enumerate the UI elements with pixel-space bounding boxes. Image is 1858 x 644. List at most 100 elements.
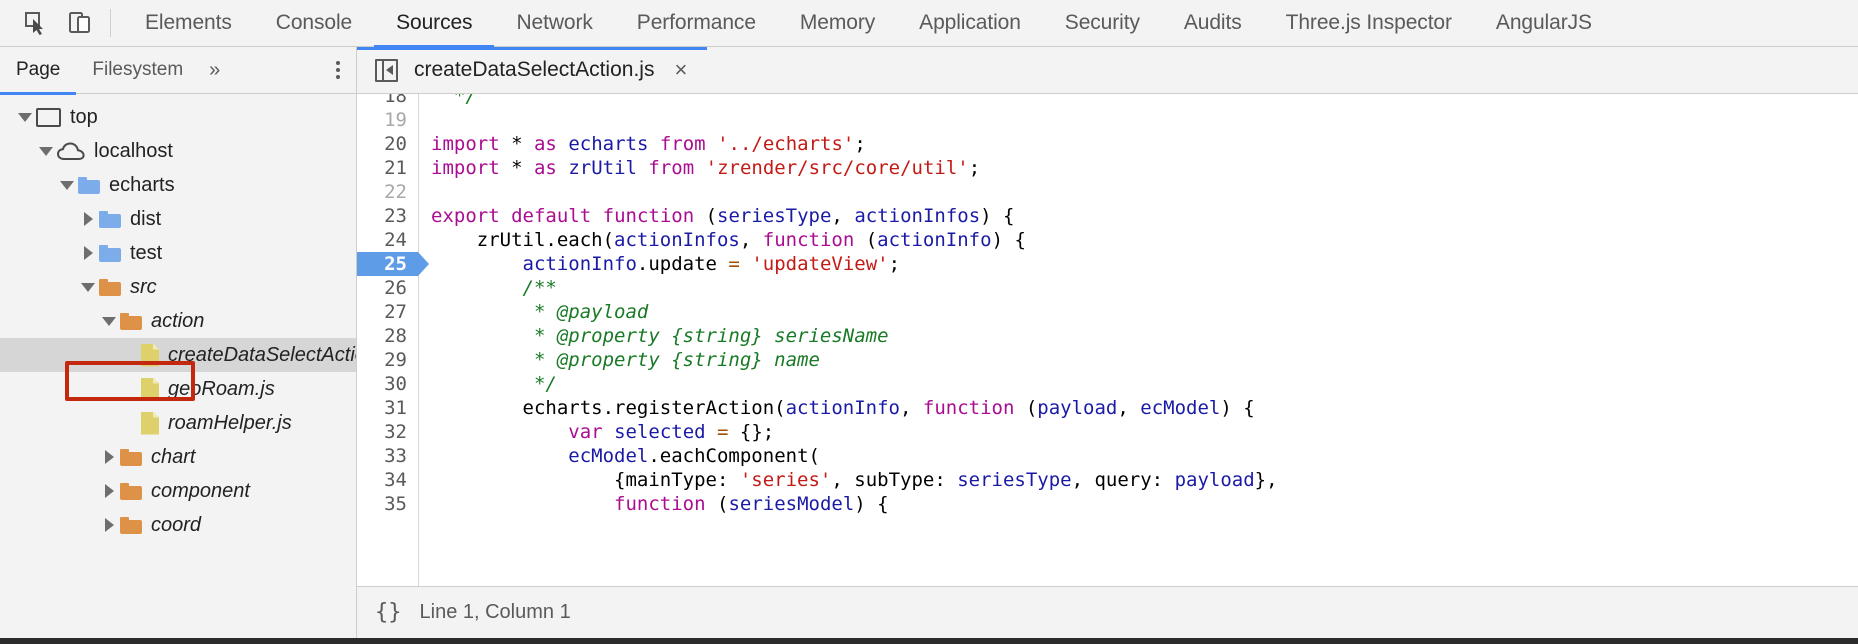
tab-audits[interactable]: Audits: [1162, 0, 1264, 47]
code-line-21[interactable]: import * as zrUtil from 'zrender/src/cor…: [419, 156, 1858, 180]
tree-item-icon: [141, 411, 159, 435]
navigator-tab-label: Page: [16, 59, 61, 80]
disclosure-triangle-down-icon[interactable]: [56, 180, 78, 190]
tree-item-label: test: [130, 241, 163, 264]
navigator-tab-label: Filesystem: [92, 59, 184, 80]
code-line-32[interactable]: var selected = {};: [419, 420, 1858, 444]
disclosure-triangle-down-icon[interactable]: [35, 146, 57, 156]
tree-item-createdataselectaction-js[interactable]: createDataSelectAction.js: [0, 338, 356, 372]
disclosure-triangle-right-icon[interactable]: [98, 450, 120, 464]
tree-item-top[interactable]: top: [0, 100, 356, 134]
code-line-20[interactable]: import * as echarts from '../echarts';: [419, 132, 1858, 156]
folder-orange-icon: [120, 312, 142, 330]
tree-item-echarts[interactable]: echarts: [0, 168, 356, 202]
code-line-33[interactable]: ecModel.eachComponent(: [419, 444, 1858, 468]
tree-item-action[interactable]: action: [0, 304, 356, 338]
kebab-dot: [336, 75, 340, 79]
disclosure-triangle-right-icon[interactable]: [77, 212, 99, 226]
line-number-31[interactable]: 31: [384, 397, 407, 419]
code-line-24[interactable]: zrUtil.each(actionInfos, function (actio…: [419, 228, 1858, 252]
tree-item-chart[interactable]: chart: [0, 440, 356, 474]
tab-elements[interactable]: Elements: [123, 0, 254, 47]
tab-performance[interactable]: Performance: [615, 0, 778, 47]
editor-file-tab[interactable]: createDataSelectAction.js ×: [357, 47, 708, 93]
tab-console[interactable]: Console: [254, 0, 374, 47]
disclosure-triangle-down-icon[interactable]: [98, 316, 120, 326]
disclosure-triangle-down-icon[interactable]: [14, 112, 36, 122]
disclosure-triangle-right-icon[interactable]: [77, 246, 99, 260]
tree-item-georoam-js[interactable]: geoRoam.js: [0, 372, 356, 406]
device-toolbar-icon[interactable]: [58, 1, 102, 45]
line-number-26[interactable]: 26: [384, 277, 407, 299]
line-number-23[interactable]: 23: [384, 205, 407, 227]
tree-item-component[interactable]: component: [0, 474, 356, 508]
line-number-25[interactable]: 25: [357, 252, 429, 276]
line-number-19[interactable]: 19: [384, 109, 407, 131]
code-line-26[interactable]: /**: [419, 276, 1858, 300]
code-line-29[interactable]: * @property {string} name: [419, 348, 1858, 372]
pretty-print-icon[interactable]: {}: [375, 600, 402, 625]
close-icon[interactable]: ×: [674, 57, 688, 82]
triangle-glyph: [102, 316, 116, 326]
code-line-34[interactable]: {mainType: 'series', subType: seriesType…: [419, 468, 1858, 492]
tree-item-src[interactable]: src: [0, 270, 356, 304]
line-number-29[interactable]: 29: [384, 349, 407, 371]
triangle-glyph: [104, 450, 114, 464]
tree-item-dist[interactable]: dist: [0, 202, 356, 236]
disclosure-triangle-right-icon[interactable]: [98, 518, 120, 532]
code-line-18[interactable]: */: [419, 94, 1858, 108]
code-token: [648, 133, 659, 155]
kebab-dot: [336, 68, 340, 72]
tree-item-roamhelper-js[interactable]: roamHelper.js: [0, 406, 356, 440]
line-number-24[interactable]: 24: [384, 229, 407, 251]
tree-item-test[interactable]: test: [0, 236, 356, 270]
line-number-30[interactable]: 30: [384, 373, 407, 395]
js-file-icon: [141, 411, 159, 435]
tab-threejs-inspector[interactable]: Three.js Inspector: [1264, 0, 1474, 47]
more-options-icon[interactable]: [336, 61, 340, 79]
tab-application[interactable]: Application: [897, 0, 1043, 47]
tree-item-icon: [99, 278, 121, 296]
code-line-22[interactable]: [419, 180, 1858, 204]
line-number-20[interactable]: 20: [384, 133, 407, 155]
code-line-30[interactable]: */: [419, 372, 1858, 396]
navigator-tab-page[interactable]: Page: [0, 47, 77, 95]
code-line-25[interactable]: actionInfo.update = 'updateView';: [419, 252, 1858, 276]
tab-angularjs[interactable]: AngularJS: [1474, 0, 1614, 47]
code-line-23[interactable]: export default function (seriesType, act…: [419, 204, 1858, 228]
line-number-22[interactable]: 22: [384, 181, 407, 203]
tab-network[interactable]: Network: [494, 0, 614, 47]
code-line-28[interactable]: * @property {string} seriesName: [419, 324, 1858, 348]
code-token: [431, 493, 614, 515]
code-line-27[interactable]: * @payload: [419, 300, 1858, 324]
disclosure-triangle-down-icon[interactable]: [77, 282, 99, 292]
show-navigator-icon[interactable]: [375, 58, 398, 82]
code-line-31[interactable]: echarts.registerAction(actionInfo, funct…: [419, 396, 1858, 420]
code-token: zrUtil.each(: [431, 229, 615, 251]
line-number-21[interactable]: 21: [384, 157, 407, 179]
line-number-33[interactable]: 33: [384, 445, 407, 467]
tree-item-localhost[interactable]: localhost: [0, 134, 356, 168]
tab-sources[interactable]: Sources: [374, 0, 495, 48]
line-number-28[interactable]: 28: [384, 325, 407, 347]
disclosure-triangle-right-icon[interactable]: [98, 484, 120, 498]
line-number-18[interactable]: 18: [384, 94, 407, 107]
tab-security[interactable]: Security: [1043, 0, 1162, 47]
navigator-more-tabs-icon[interactable]: »: [209, 58, 221, 81]
line-number-32[interactable]: 32: [384, 421, 407, 443]
line-number-35[interactable]: 35: [384, 493, 407, 515]
tree-item-coord[interactable]: coord: [0, 508, 356, 542]
code-token: *: [499, 133, 534, 155]
inspect-element-icon[interactable]: [14, 1, 58, 45]
folder-orange-icon: [120, 516, 142, 534]
code-line-35[interactable]: function (seriesModel) {: [419, 492, 1858, 516]
code-line-19[interactable]: [419, 108, 1858, 132]
code-token: echarts: [568, 133, 649, 155]
tab-memory[interactable]: Memory: [778, 0, 897, 47]
line-number-34[interactable]: 34: [384, 469, 407, 491]
navigator-tab-filesystem[interactable]: Filesystem: [76, 47, 199, 94]
code-content[interactable]: */ import * as echarts from '../echarts'…: [419, 94, 1858, 586]
line-number-27[interactable]: 27: [384, 301, 407, 323]
